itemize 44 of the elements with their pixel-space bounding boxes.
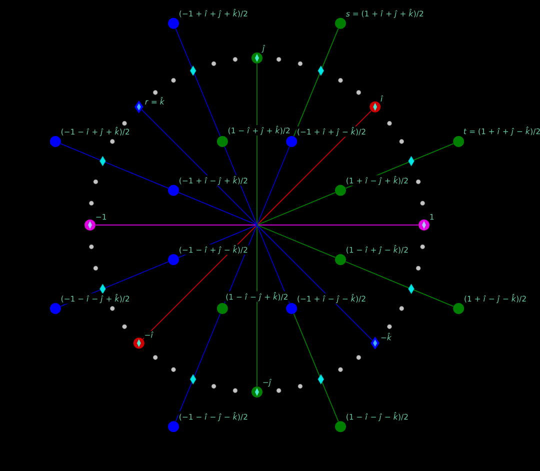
ray-line xyxy=(256,224,290,304)
ray-line xyxy=(224,146,258,226)
circle-marker xyxy=(418,220,430,230)
circle-marker xyxy=(50,303,61,314)
circle-marker xyxy=(168,184,179,196)
ray-line xyxy=(60,143,169,189)
circle-marker xyxy=(252,52,262,64)
ray-line xyxy=(293,313,339,422)
ray-line xyxy=(256,146,290,226)
ray-line xyxy=(256,192,336,226)
ray-line xyxy=(256,63,258,226)
circle-marker xyxy=(370,101,381,112)
ray-line xyxy=(256,110,372,226)
ray-line xyxy=(142,224,258,340)
ray-line xyxy=(141,109,258,226)
ray-line xyxy=(178,192,258,226)
ray-line xyxy=(293,28,339,137)
circle-marker xyxy=(335,254,346,266)
circle-marker xyxy=(335,421,346,432)
circle-marker xyxy=(168,18,179,29)
circle-marker xyxy=(286,136,298,147)
ray-line xyxy=(175,28,221,137)
ray-line xyxy=(256,224,373,341)
circle-marker xyxy=(335,18,346,29)
ray-line xyxy=(256,224,258,387)
circle-marker xyxy=(168,254,179,266)
circle-marker xyxy=(335,184,346,196)
circle-marker xyxy=(50,136,61,147)
diamond-marker xyxy=(370,336,380,350)
circle-marker xyxy=(133,338,144,349)
circle-marker xyxy=(216,136,228,147)
ray-line xyxy=(256,224,419,226)
circle-marker xyxy=(453,303,464,314)
ray-line xyxy=(345,261,454,307)
circle-marker xyxy=(84,220,96,230)
ray-line xyxy=(95,224,258,226)
circle-marker xyxy=(216,303,228,314)
ray-line xyxy=(175,313,221,422)
circle-marker xyxy=(453,136,464,147)
circle-marker xyxy=(252,386,262,398)
circle-marker xyxy=(168,421,179,432)
ray-line xyxy=(256,224,336,258)
diamond-marker xyxy=(134,100,144,114)
circle-marker xyxy=(286,303,298,314)
